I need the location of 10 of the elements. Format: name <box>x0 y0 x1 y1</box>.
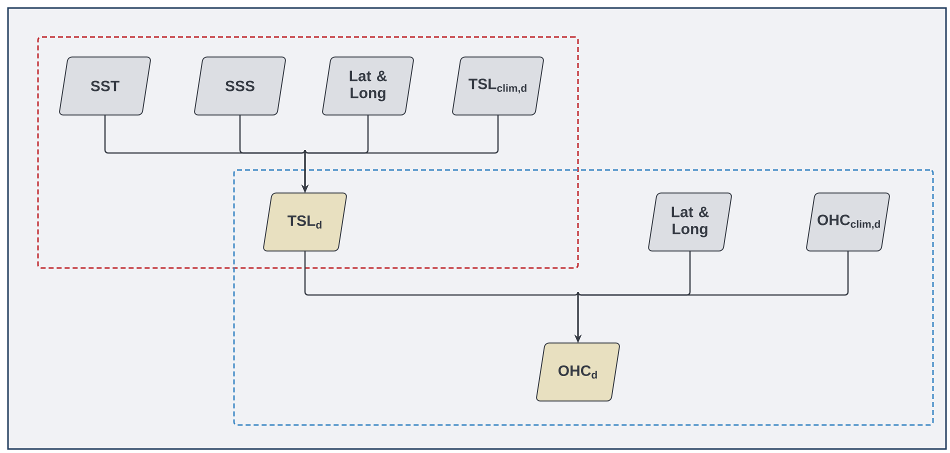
data-parallelogram: SSS <box>194 56 286 116</box>
data-parallelogram: TSL$_{clim,d}$ <box>452 56 544 116</box>
data-parallelogram: OHC$_{d}$ <box>536 342 620 402</box>
data-parallelogram: OHC$_{clim,d}$ <box>806 192 890 252</box>
data-parallelogram: SST <box>59 56 151 116</box>
group-frame <box>37 36 579 269</box>
group-frame <box>233 169 934 426</box>
data-parallelogram: Lat & Long <box>322 56 414 116</box>
data-parallelogram: Lat & Long <box>648 192 732 252</box>
data-parallelogram: TSL$_{d}$ <box>263 192 347 252</box>
